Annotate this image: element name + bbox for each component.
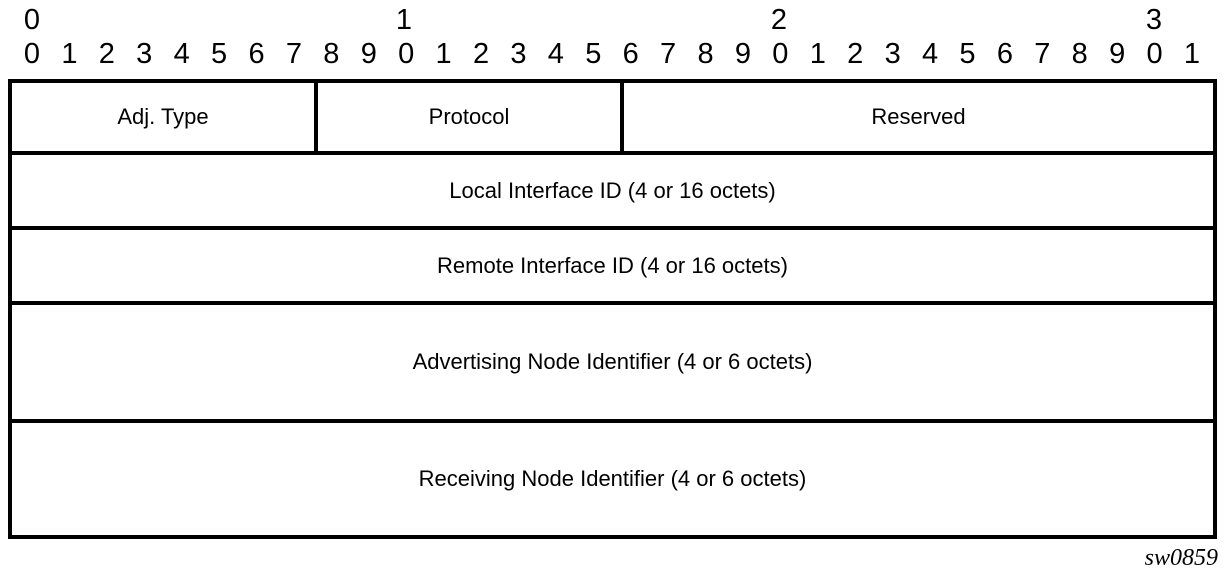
bit-ruler-unit-digit: 6 bbox=[622, 38, 639, 70]
bit-ruler-unit-digit: 3 bbox=[136, 38, 153, 70]
bit-ruler-unit-digit: 5 bbox=[959, 38, 976, 70]
bit-ruler-unit-digit: 3 bbox=[884, 38, 901, 70]
bit-ruler-unit-digit: 8 bbox=[323, 38, 340, 70]
bit-ruler-unit-digit: 2 bbox=[98, 38, 115, 70]
field-reserved: Reserved bbox=[624, 83, 1213, 151]
bit-ruler-tens-digit: 3 bbox=[1145, 4, 1163, 36]
bit-ruler-unit-digit: 7 bbox=[660, 38, 677, 70]
bit-ruler-tens-digit: 0 bbox=[23, 4, 41, 36]
field-label: Local Interface ID (4 or 16 octets) bbox=[449, 177, 776, 203]
bit-ruler-unit-digit: 7 bbox=[1034, 38, 1051, 70]
field-receiving-node-identifier: Receiving Node Identifier (4 or 6 octets… bbox=[12, 423, 1213, 535]
bit-ruler-unit-digit: 8 bbox=[697, 38, 714, 70]
field-local-interface-id: Local Interface ID (4 or 16 octets) bbox=[12, 155, 1213, 226]
bit-ruler-unit-digit: 6 bbox=[248, 38, 265, 70]
bit-ruler-unit-digit: 8 bbox=[1071, 38, 1088, 70]
bit-ruler-unit-digit: 3 bbox=[510, 38, 527, 70]
bit-ruler-unit-digit: 2 bbox=[472, 38, 490, 70]
bit-ruler-unit-digit: 1 bbox=[435, 38, 452, 70]
packet-format-diagram: Adj. Type Protocol Reserved Local Interf… bbox=[8, 79, 1217, 539]
field-row-header: Adj. Type Protocol Reserved bbox=[12, 83, 1213, 155]
bit-ruler-unit-digit: 0 bbox=[23, 38, 41, 70]
field-advertising-node-identifier: Advertising Node Identifier (4 or 6 octe… bbox=[12, 305, 1213, 419]
bit-ruler-unit-digit: 1 bbox=[809, 38, 826, 70]
bit-ruler-tens-digit: 2 bbox=[770, 4, 788, 36]
field-row-remote-interface-id: Remote Interface ID (4 or 16 octets) bbox=[12, 230, 1213, 305]
field-adj-type: Adj. Type bbox=[12, 83, 318, 151]
bit-ruler-unit-digit: 4 bbox=[547, 38, 564, 70]
bit-ruler-unit-digit: 4 bbox=[173, 38, 190, 70]
bit-ruler-unit-digit: 4 bbox=[921, 38, 939, 70]
bit-ruler-unit-digit: 0 bbox=[772, 38, 789, 70]
bit-ruler-unit-digit: 1 bbox=[1183, 38, 1201, 70]
bit-ruler-unit-digit: 5 bbox=[211, 38, 228, 70]
field-row-advertising-node-identifier: Advertising Node Identifier (4 or 6 octe… bbox=[12, 305, 1213, 423]
field-label: Protocol bbox=[428, 104, 510, 129]
field-label: Adj. Type bbox=[117, 104, 209, 129]
bit-ruler-unit-digit: 9 bbox=[360, 38, 377, 70]
bit-ruler-unit-digit: 5 bbox=[585, 38, 602, 70]
bit-ruler-unit-digit: 2 bbox=[847, 38, 864, 70]
bit-ruler-unit-digit: 9 bbox=[1109, 38, 1126, 70]
field-row-local-interface-id: Local Interface ID (4 or 16 octets) bbox=[12, 155, 1213, 230]
field-label: Advertising Node Identifier (4 or 6 octe… bbox=[412, 349, 813, 374]
bit-ruler-tens-digit: 1 bbox=[395, 4, 413, 36]
field-label: Receiving Node Identifier (4 or 6 octets… bbox=[418, 466, 807, 491]
figure-id: sw0859 bbox=[1144, 545, 1218, 571]
field-label: Remote Interface ID (4 or 16 octets) bbox=[437, 252, 788, 278]
bit-ruler-unit-digit: 6 bbox=[996, 38, 1013, 70]
bit-ruler-unit-digit: 1 bbox=[61, 38, 78, 70]
bit-ruler-unit-digit: 9 bbox=[734, 38, 752, 70]
bit-ruler-unit-digit: 0 bbox=[398, 38, 415, 70]
field-label: Reserved bbox=[871, 104, 966, 129]
field-remote-interface-id: Remote Interface ID (4 or 16 octets) bbox=[12, 230, 1213, 301]
field-protocol: Protocol bbox=[318, 83, 624, 151]
bit-ruler-unit-digit: 0 bbox=[1146, 38, 1163, 70]
bit-ruler-tens: 0 1 2 3 bbox=[0, 4, 1224, 36]
field-row-receiving-node-identifier: Receiving Node Identifier (4 or 6 octets… bbox=[12, 423, 1213, 535]
bit-ruler-unit-digit: 7 bbox=[285, 38, 302, 70]
